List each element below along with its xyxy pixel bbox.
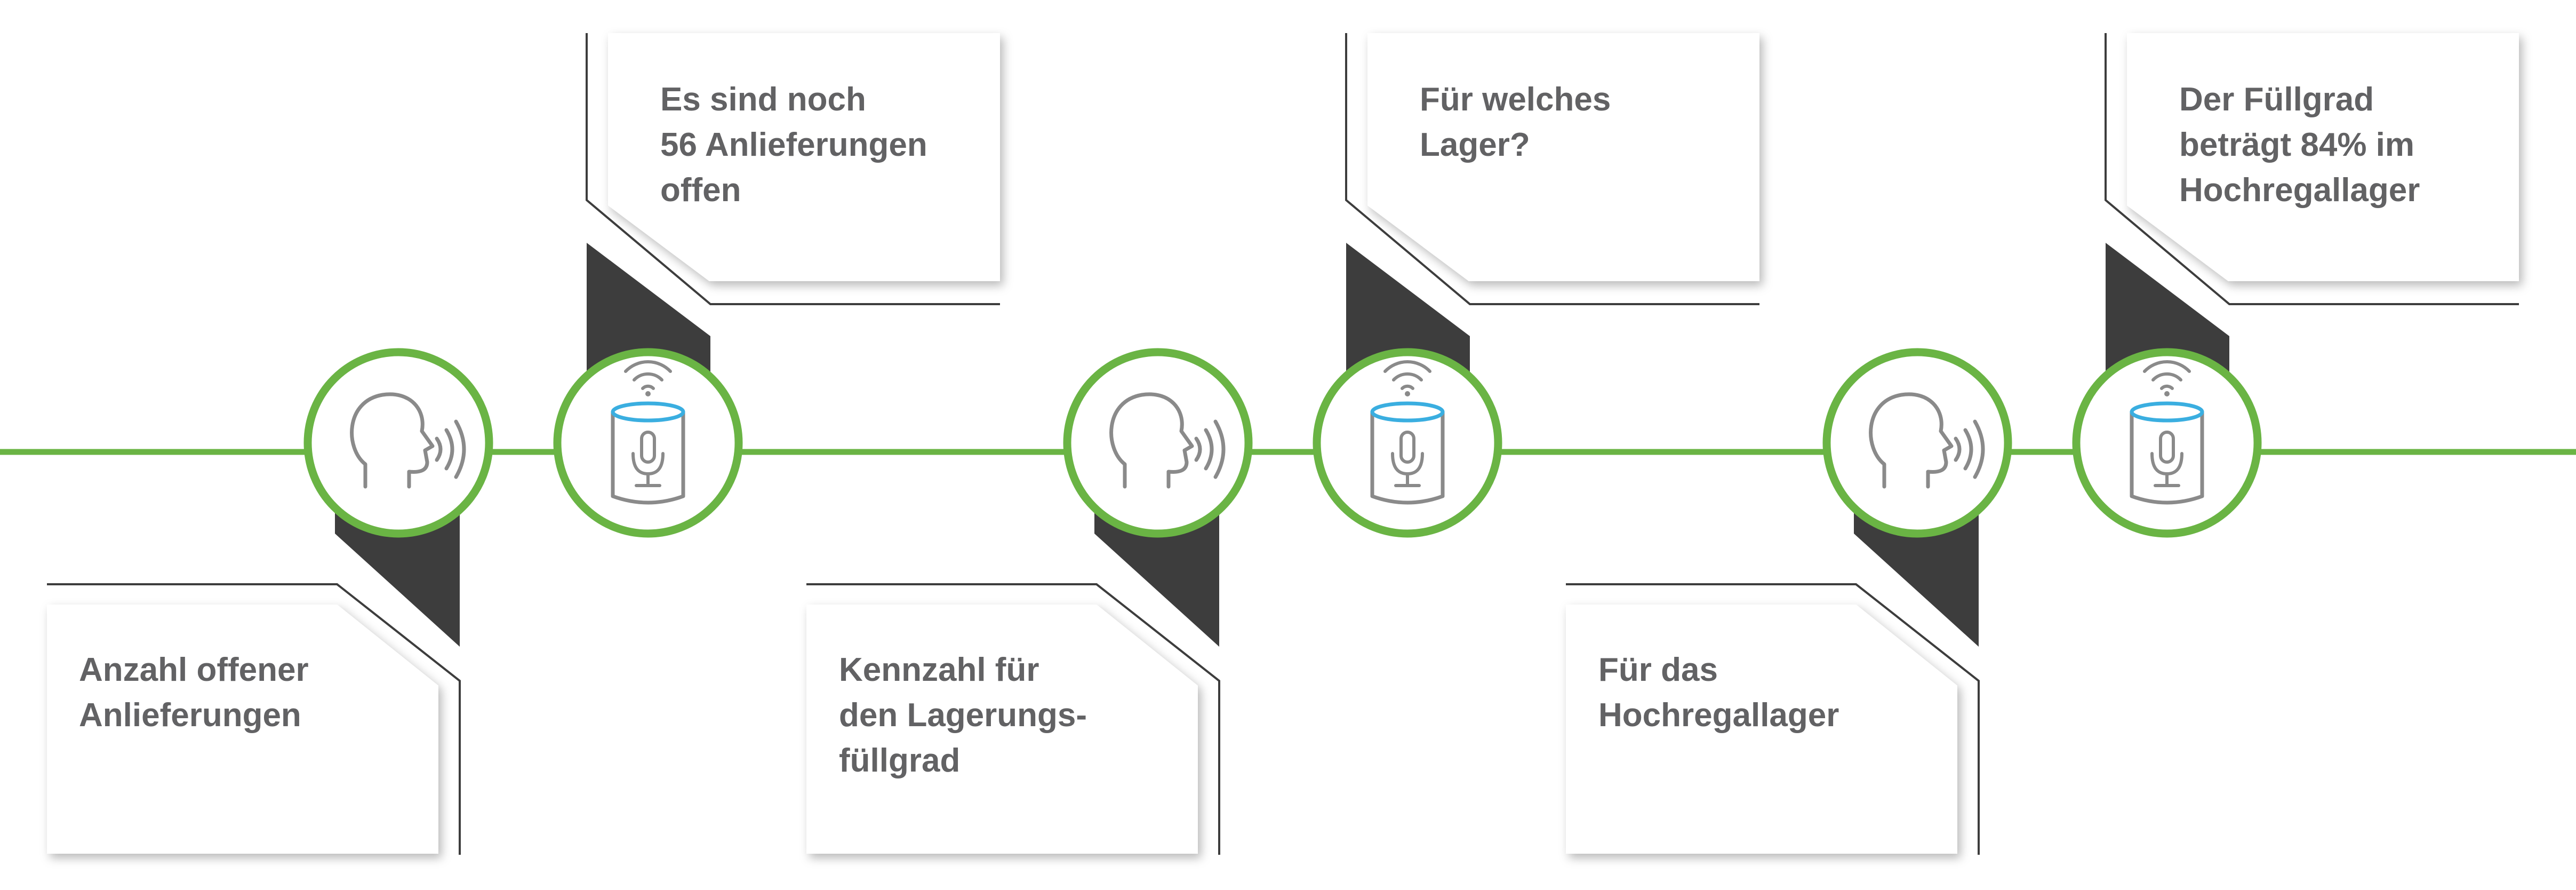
assistant-response-2: Für welches Lager? [1420,81,1611,163]
assistant-node-3 [2072,348,2262,538]
connector-tab [1094,505,1219,647]
user-turn-3 [1566,505,1980,855]
speech-card [1566,605,1957,854]
assistant-node-2 [1313,348,1502,538]
connector-tab [1854,505,1979,647]
card-outline [1566,583,1980,855]
speech-card [608,33,1000,281]
smart-speaker-icon [611,360,685,505]
node-ring [303,348,493,538]
node-ring [2072,348,2262,538]
speech-card [806,605,1198,854]
speech-card [2127,33,2519,281]
user-node-3 [1822,348,2012,538]
card-outline [2105,33,2519,305]
user-utterance-2: Kennzahl für den Lagerungs- füllgrad [839,651,1087,779]
user-node-2 [1063,348,1253,538]
speaking-head-icon [1109,392,1226,489]
assistant-node-1 [553,348,743,538]
user-utterance-3: Für das Hochregallager [1598,651,1839,734]
node-ring [553,348,743,538]
smart-speaker-icon [2130,360,2204,505]
user-turn-2 [806,505,1220,855]
node-ring [1063,348,1253,538]
assistant-response-3: Der Füllgrad beträgt 84% im Hochregallag… [2179,81,2420,209]
speech-card [1367,33,1759,281]
user-node-1 [303,348,493,538]
connector-tab [335,505,460,647]
speech-card [47,605,438,854]
node-ring [1822,348,2012,538]
speaking-head-icon [1869,392,1985,489]
user-utterance-1: Anzahl offener Anlieferungen [79,651,309,734]
card-outline [806,583,1220,855]
card-outline [1345,33,1759,305]
assistant-response-1: Es sind noch 56 Anlieferungen offen [660,81,927,209]
node-ring [1313,348,1502,538]
user-turn-1 [47,505,461,855]
speaking-head-icon [350,392,466,489]
card-outline [586,33,1000,305]
card-outline [47,583,461,855]
smart-speaker-icon [1370,360,1445,505]
